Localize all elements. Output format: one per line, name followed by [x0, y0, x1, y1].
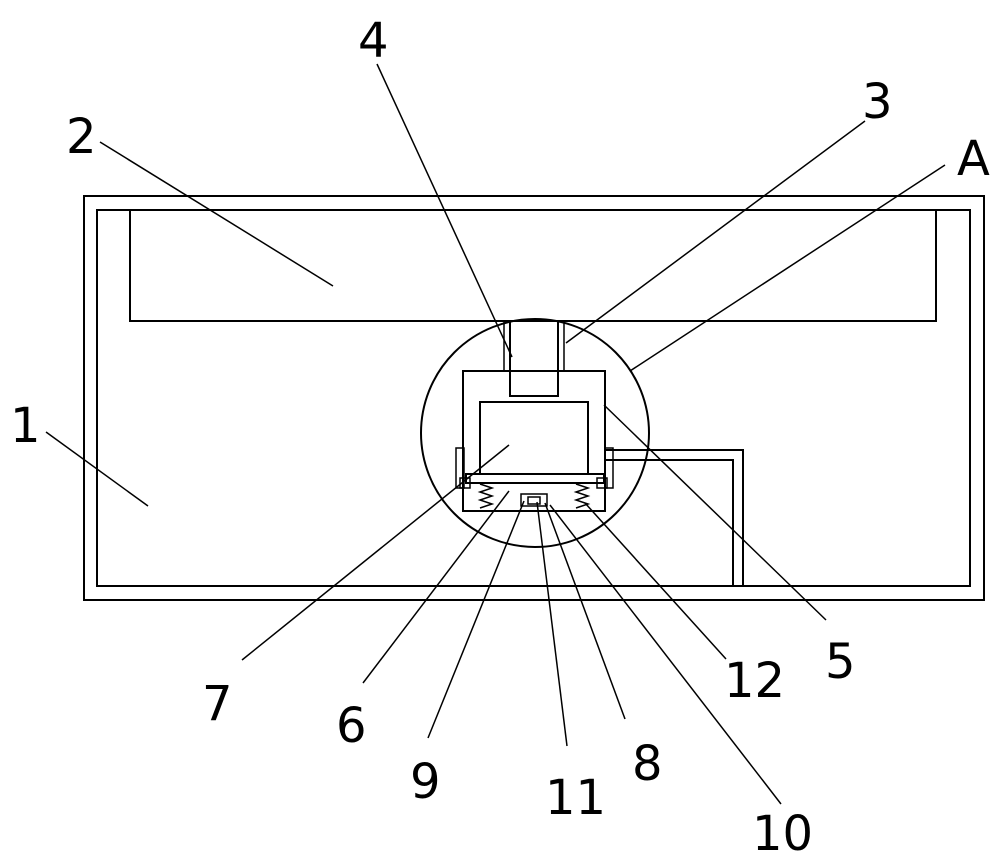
- leader-1: [45, 431, 149, 507]
- side-clip-right: [596, 477, 608, 489]
- leader-12: [584, 502, 727, 660]
- pipe-outer: [605, 449, 744, 586]
- inner-component: [479, 401, 589, 475]
- label-10: 10: [752, 806, 813, 862]
- center-slider: [520, 493, 548, 507]
- label-a: A: [957, 131, 990, 187]
- main-box: [462, 370, 606, 512]
- leader-2: [99, 141, 334, 287]
- label-3: 3: [862, 74, 893, 130]
- leader-8: [544, 502, 626, 720]
- side-bracket-right: [604, 447, 614, 489]
- support-plate: [465, 473, 605, 484]
- label-11: 11: [545, 770, 606, 826]
- leader-11: [536, 501, 568, 747]
- inner-housing-wall: [96, 209, 971, 587]
- label-2: 2: [66, 109, 97, 165]
- spring-left: [477, 483, 495, 509]
- pipe-inner: [605, 459, 734, 586]
- label-7: 7: [202, 676, 233, 732]
- side-clip-left: [459, 477, 471, 489]
- leader-7: [241, 444, 510, 661]
- center-pin: [527, 496, 541, 505]
- leader-10: [549, 504, 782, 805]
- leader-4: [376, 63, 513, 358]
- label-12: 12: [724, 653, 785, 709]
- leader-6: [362, 490, 510, 684]
- label-8: 8: [632, 736, 663, 792]
- leader-a: [629, 164, 946, 372]
- label-1: 1: [10, 398, 41, 454]
- label-9: 9: [410, 754, 441, 810]
- label-4: 4: [358, 13, 389, 69]
- detail-circle-a: [420, 318, 650, 548]
- connector-block: [509, 320, 559, 397]
- leader-3: [565, 120, 866, 344]
- top-plate: [129, 210, 937, 322]
- spring-right: [573, 483, 591, 509]
- outer-housing: [83, 195, 985, 601]
- label-5: 5: [825, 634, 856, 690]
- label-6: 6: [336, 698, 367, 754]
- leader-9: [427, 500, 525, 739]
- leader-5: [603, 404, 827, 621]
